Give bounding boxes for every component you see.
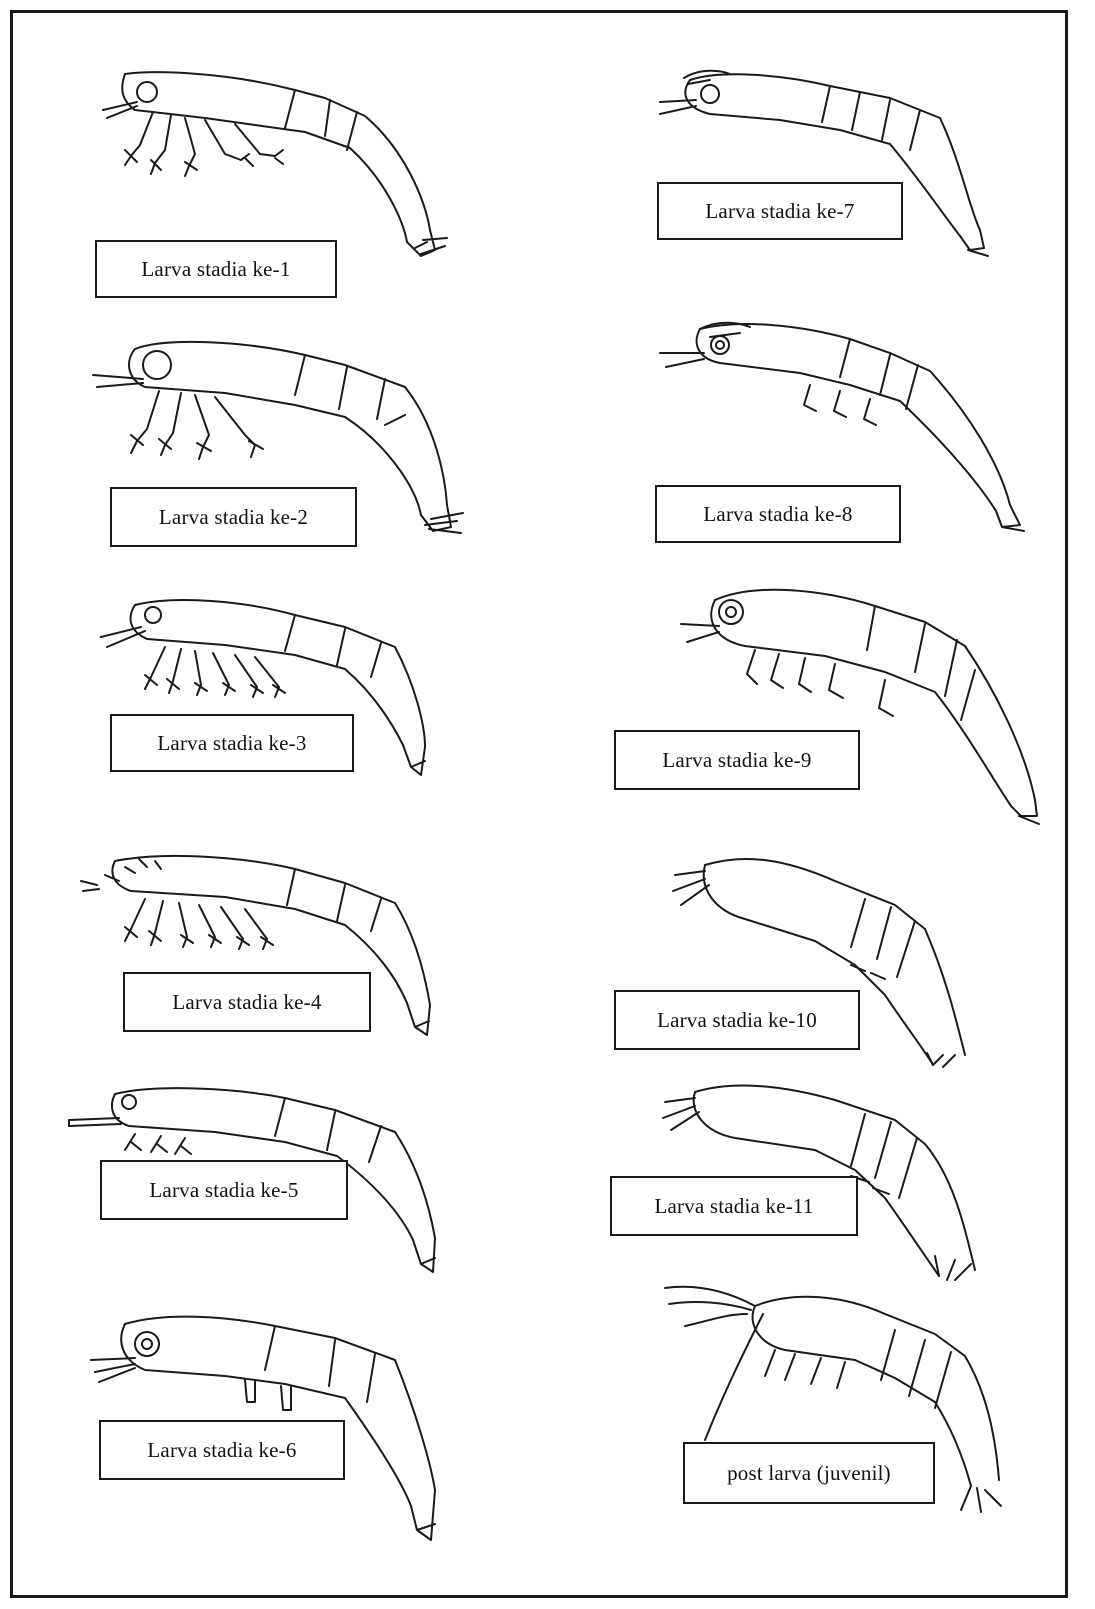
stage-label-post-larva: post larva (juvenil) [683,1442,935,1504]
stage-label-ke-9: Larva stadia ke-9 [614,730,860,790]
stage-label-ke-4: Larva stadia ke-4 [123,972,371,1032]
larva-illustration-ke-1 [103,72,447,256]
stage-label-ke-8: Larva stadia ke-8 [655,485,901,543]
stage-label-ke-2: Larva stadia ke-2 [110,487,357,547]
stage-label-ke-7: Larva stadia ke-7 [657,182,903,240]
stage-label-ke-5: Larva stadia ke-5 [100,1160,348,1220]
stage-label-ke-1: Larva stadia ke-1 [95,240,337,298]
stage-label-ke-6: Larva stadia ke-6 [99,1420,345,1480]
stage-label-ke-10: Larva stadia ke-10 [614,990,860,1050]
stage-label-ke-3: Larva stadia ke-3 [110,714,354,772]
stage-label-ke-11: Larva stadia ke-11 [610,1176,858,1236]
